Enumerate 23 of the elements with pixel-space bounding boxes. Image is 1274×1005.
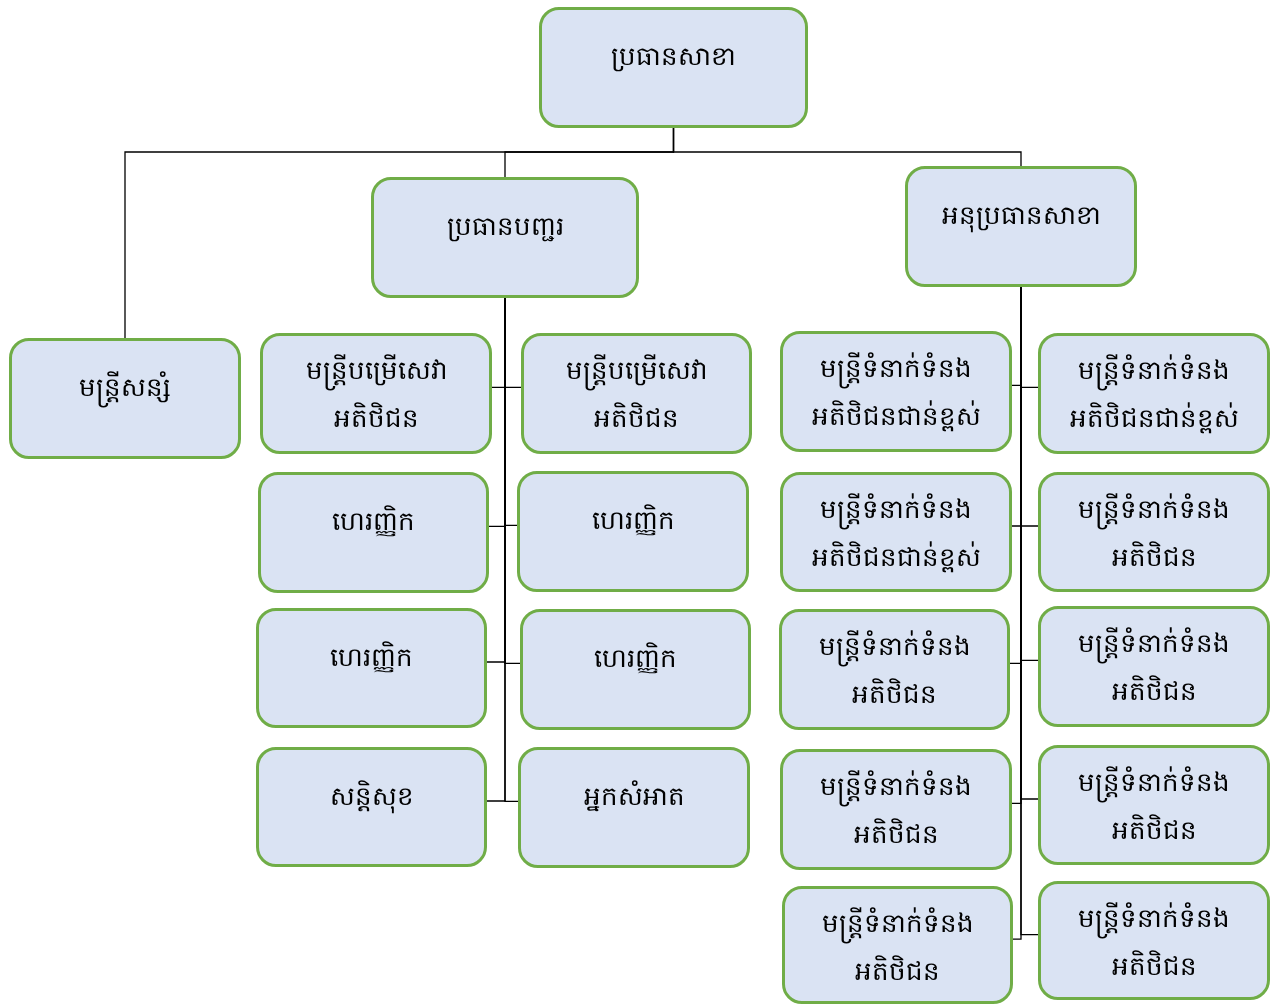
role-box: មន្ត្រីទំនាក់ទំនង អតិថិជន [779, 609, 1010, 730]
role-box: មន្ត្រីទំនាក់ទំនង អតិថិជន [1038, 881, 1270, 1000]
role-box: មន្ត្រីបម្រើសេវា អតិថិជន [260, 333, 492, 454]
role-box: អ្នកសំអាត [518, 747, 750, 868]
role-box: មន្ត្រីទំនាក់ទំនង អតិថិជន [780, 749, 1012, 870]
role-box: អនុប្រធានសាខា [905, 166, 1137, 287]
role-box: សន្តិសុខ [256, 747, 487, 867]
role-box: ហេរញ្ញិក [520, 609, 751, 730]
role-box: ប្រធានបញ្ជរ [371, 177, 639, 298]
role-box: មន្ត្រីទំនាក់ទំនង អតិថិជនជាន់ខ្ពស់ [1038, 333, 1270, 454]
role-box: មន្ត្រីបម្រើសេវា អតិថិជន [521, 333, 752, 454]
role-box: ហេរញ្ញិក [517, 471, 749, 592]
role-box: មន្ត្រីទំនាក់ទំនង អតិថិជន [1038, 606, 1270, 727]
role-box: មន្ត្រីទំនាក់ទំនង អតិថិជន [1038, 745, 1270, 865]
role-box: មន្ត្រីសន្សំ [9, 338, 241, 459]
role-box: មន្ត្រីទំនាក់ទំនង អតិថិជន [1038, 472, 1270, 592]
role-box: មន្ត្រីទំនាក់ទំនង អតិថិជនជាន់ខ្ពស់ [780, 331, 1012, 452]
role-box: មន្ត្រីទំនាក់ទំនង អតិថិជនជាន់ខ្ពស់ [780, 472, 1012, 592]
connector-line [672, 127, 1022, 167]
role-box: ហេរញ្ញិក [256, 608, 487, 728]
role-box: ប្រធានសាខា [539, 7, 808, 128]
role-box: មន្ត្រីទំនាក់ទំនង អតិថិជន [782, 886, 1013, 1004]
role-box: ហេរញ្ញិក [258, 472, 489, 593]
